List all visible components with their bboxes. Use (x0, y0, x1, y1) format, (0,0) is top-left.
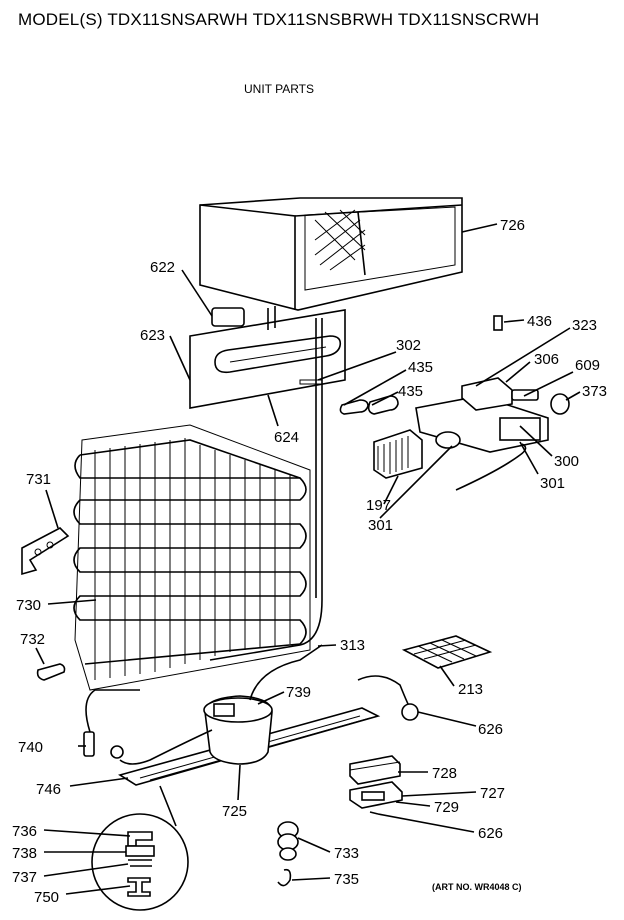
evaporator-plate-623 (189, 306, 346, 409)
switch-728 (349, 755, 401, 785)
detail-view-circle (91, 785, 189, 911)
ice-tray-213 (401, 635, 493, 669)
callout-738: 738 (12, 845, 37, 862)
callout-436: 436 (527, 313, 552, 330)
control-housing-300 (415, 377, 570, 491)
callout-737: 737 (12, 869, 37, 886)
callout-729: 729 (434, 799, 459, 816)
condenser-coil-730 (73, 424, 311, 691)
callout-435-lower: 435 (398, 383, 423, 400)
callout-197: 197 (366, 497, 391, 514)
callout-739: 739 (286, 684, 311, 701)
callout-624: 624 (274, 429, 299, 446)
callout-726: 726 (500, 217, 525, 234)
clip-436 (493, 315, 503, 331)
switch-727 (349, 781, 403, 809)
callout-622: 622 (150, 259, 175, 276)
part-740 (83, 731, 95, 757)
callout-626-lower: 626 (478, 825, 503, 842)
callout-750: 750 (34, 889, 59, 906)
section-title: UNIT PARTS (244, 82, 315, 96)
callout-626-upper: 626 (478, 721, 503, 738)
light-shield-197 (373, 429, 423, 479)
callout-728: 728 (432, 765, 457, 782)
callout-740: 740 (18, 739, 43, 756)
callout-323: 323 (572, 317, 597, 334)
callout-302: 302 (396, 337, 421, 354)
callout-735: 735 (334, 871, 359, 888)
callout-373: 373 (582, 383, 607, 400)
callout-733: 733 (334, 845, 359, 862)
callout-435-upper: 435 (408, 359, 433, 376)
callout-727: 727 (480, 785, 505, 802)
model-numbers: MODEL(S) TDX11SNSARWH TDX11SNSBRWH TDX11… (18, 10, 540, 29)
callout-736: 736 (12, 823, 37, 840)
callout-313: 313 (340, 637, 365, 654)
evaporator-cover-726 (199, 197, 463, 311)
callout-730: 730 (16, 597, 41, 614)
drier-732 (36, 663, 66, 681)
clip-735 (277, 868, 292, 887)
cord-626-lower (369, 811, 379, 815)
art-number: (ART NO. WR4048 C) (432, 882, 522, 892)
callout-213: 213 (458, 681, 483, 698)
callout-301-left: 301 (368, 517, 393, 534)
callout-731: 731 (26, 471, 51, 488)
leader-lines (35, 223, 581, 895)
callout-725: 725 (222, 803, 247, 820)
lamp-435 (339, 395, 399, 415)
compressor-725 (119, 644, 323, 765)
callout-300: 300 (554, 453, 579, 470)
callout-306: 306 (534, 351, 559, 368)
callout-301-right: 301 (540, 475, 565, 492)
callout-746: 746 (36, 781, 61, 798)
grommet-740 (110, 745, 124, 759)
bracket-731 (21, 527, 70, 576)
callout-623: 623 (140, 327, 165, 344)
grommet-733 (277, 821, 299, 861)
callout-labels: 726 622 623 624 302 435 435 436 323 306 … (12, 217, 607, 906)
callout-732: 732 (20, 631, 45, 648)
callout-609: 609 (575, 357, 600, 374)
